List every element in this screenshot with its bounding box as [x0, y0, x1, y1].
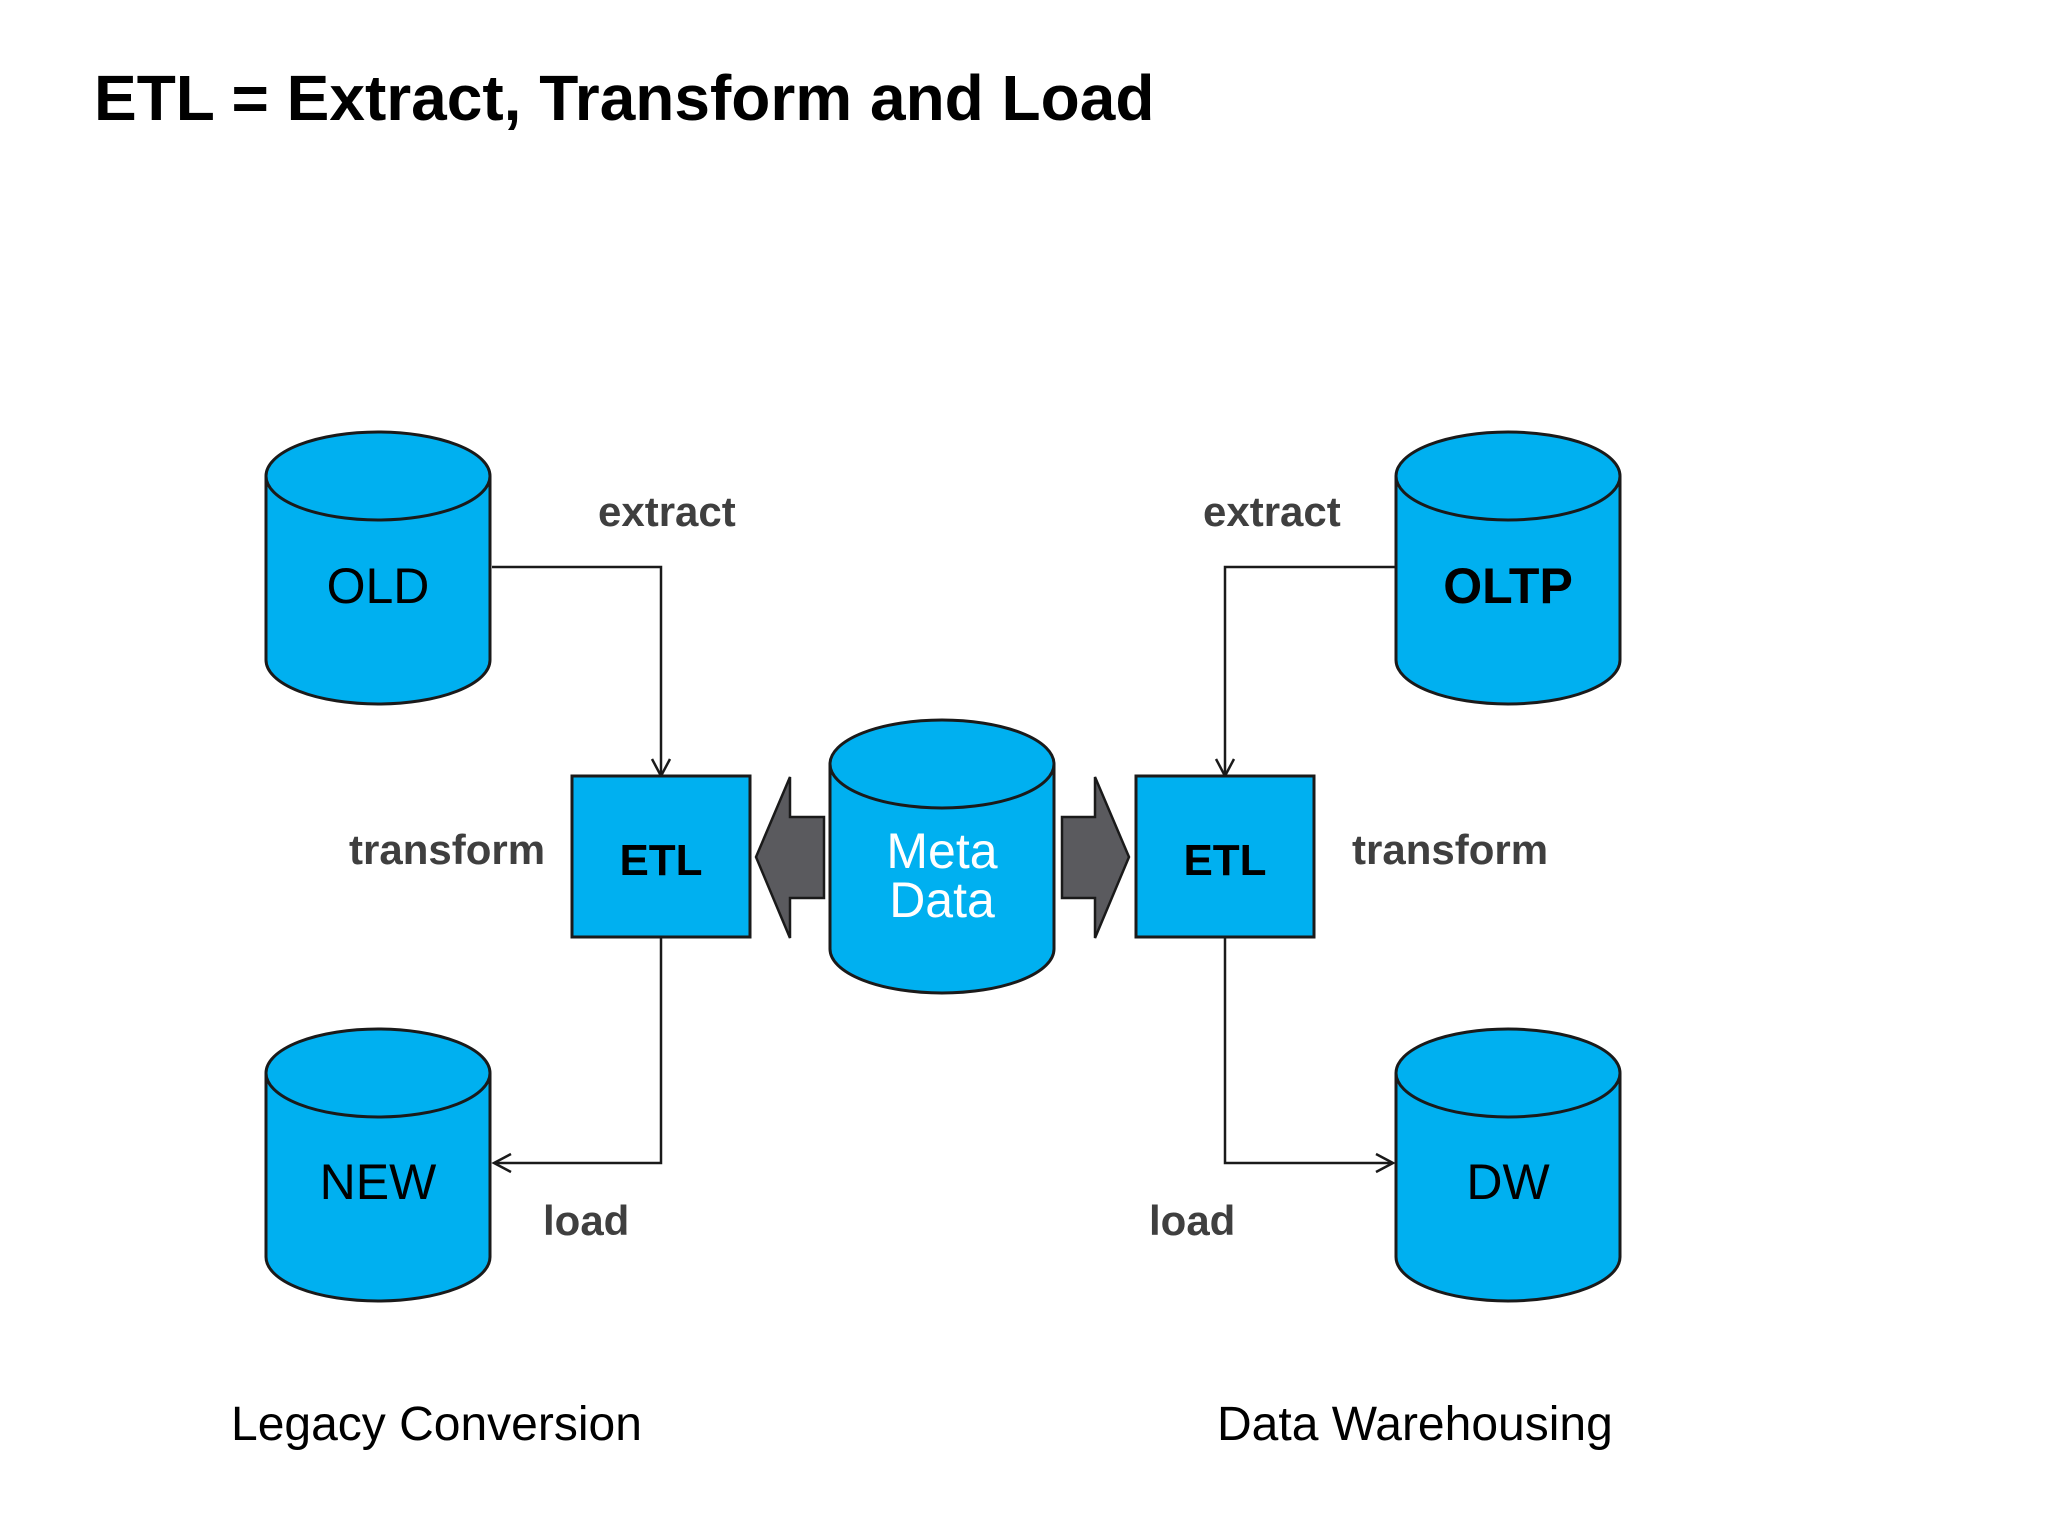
right-transform-label: transform	[1352, 826, 1548, 873]
left-load-arrow	[491, 937, 663, 1174]
page-title: ETL = Extract, Transform and Load	[94, 62, 1154, 134]
oltp-database-cylinder: OLTP	[1394, 430, 1622, 706]
dw-database-cylinder: DW	[1394, 1027, 1622, 1303]
right-etl-box: ETL	[1134, 774, 1316, 939]
right-load-label: load	[1149, 1197, 1235, 1244]
metadata-left-block-arrow	[754, 776, 826, 939]
right-extract-arrow	[1214, 565, 1395, 779]
legacy-conversion-caption: Legacy Conversion	[231, 1398, 642, 1451]
oltp-database-label: OLTP	[1443, 558, 1573, 614]
data-warehousing-caption: Data Warehousing	[1217, 1398, 1613, 1451]
metadata-right-block-arrow	[1060, 776, 1131, 939]
right-load-arrow	[1223, 937, 1396, 1174]
left-transform-label: transform	[349, 826, 545, 873]
dw-database-label: DW	[1466, 1154, 1550, 1210]
metadata-label-line1: Meta	[886, 823, 997, 879]
metadata-cylinder: Meta Data	[828, 718, 1056, 995]
left-etl-box: ETL	[570, 774, 752, 939]
right-etl-label: ETL	[1183, 836, 1266, 885]
left-load-label: load	[543, 1197, 629, 1244]
metadata-label-line2: Data	[889, 872, 995, 928]
left-etl-label: ETL	[619, 836, 702, 885]
new-database-cylinder: NEW	[264, 1027, 492, 1303]
left-extract-arrow	[492, 565, 672, 779]
new-database-label: NEW	[320, 1154, 437, 1210]
left-extract-label: extract	[598, 488, 736, 535]
old-database-cylinder: OLD	[264, 430, 492, 706]
old-database-label: OLD	[327, 558, 430, 614]
right-extract-label: extract	[1203, 488, 1341, 535]
